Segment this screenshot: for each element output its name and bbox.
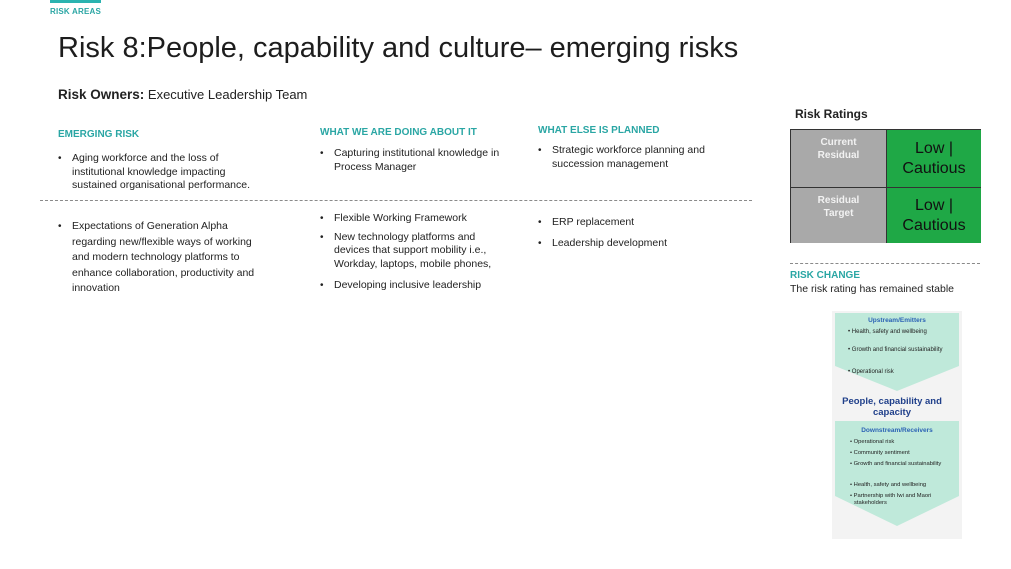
downstream-item: • Health, safety and wellbeing	[850, 482, 926, 488]
upstream-item: • Growth and financial sustainability	[848, 347, 943, 353]
upstream-item: • Health, safety and wellbeing	[848, 329, 927, 335]
row1-doing-list: Capturing institutional knowledge in Pro…	[320, 147, 520, 174]
list-item: Flexible Working Framework	[320, 212, 510, 226]
risk-change-text: The risk rating has remained stable	[790, 283, 954, 295]
list-item: Aging workforce and the loss of institut…	[58, 152, 273, 193]
upstream-title: Upstream/Emitters	[868, 317, 926, 324]
downstream-item: • Operational risk	[850, 439, 894, 445]
risk-interconnection-diagram: Upstream/Emitters • Health, safety and w…	[832, 311, 962, 539]
list-item: Capturing institutional knowledge in Pro…	[320, 147, 520, 174]
risk-owners-value: Executive Leadership Team	[147, 87, 308, 102]
list-item: Strategic workforce planning and success…	[538, 144, 728, 171]
col-head-emerging-risk: EMERGING RISK	[58, 129, 140, 140]
list-item: Leadership development	[538, 237, 728, 251]
risk-ratings-title: Risk Ratings	[795, 107, 868, 121]
risk-owners-label: Risk Owners:	[58, 87, 145, 102]
risk-change-heading: RISK CHANGE	[790, 270, 861, 281]
downstream-title: Downstream/Receivers	[861, 427, 933, 434]
section-tag: RISK AREAS	[50, 7, 102, 16]
current-residual-value: Low | Cautious	[886, 130, 981, 187]
list-item: Developing inclusive leadership	[320, 279, 510, 293]
row1-risk-list: Aging workforce and the loss of institut…	[58, 152, 273, 193]
list-item: Expectations of Generation Alpha regardi…	[58, 219, 266, 297]
list-item: ERP replacement	[538, 216, 728, 230]
ratings-divider	[790, 263, 980, 264]
risk-owners: Risk Owners: Executive Leadership Team	[58, 87, 307, 102]
risk-ratings-grid: Current Residual Low | Cautious Residual…	[790, 129, 981, 243]
upstream-item: • Operational risk	[848, 369, 895, 375]
downstream-arrow	[835, 421, 959, 526]
residual-target-label: Residual Target	[791, 187, 886, 243]
downstream-item: • Growth and financial sustainability	[850, 461, 941, 467]
row2-risk-list: Expectations of Generation Alpha regardi…	[58, 219, 266, 297]
col-head-planned: WHAT ELSE IS PLANNED	[538, 125, 660, 136]
residual-target-value: Low | Cautious	[886, 187, 981, 243]
current-residual-label: Current Residual	[791, 130, 886, 187]
row1-planned-list: Strategic workforce planning and success…	[538, 144, 728, 171]
row2-planned-list: ERP replacement Leadership development	[538, 216, 728, 250]
row2-doing-list: Flexible Working Framework New technolog…	[320, 212, 510, 293]
upstream-arrow	[835, 313, 959, 391]
row-divider	[40, 200, 752, 201]
col-head-doing: WHAT WE ARE DOING ABOUT IT	[320, 127, 477, 138]
list-item: New technology platforms and devices tha…	[320, 231, 510, 272]
top-accent-bar	[50, 0, 101, 3]
downstream-item: • Community sentiment	[850, 450, 910, 456]
page-title: Risk 8:People, capability and culture– e…	[58, 32, 739, 64]
